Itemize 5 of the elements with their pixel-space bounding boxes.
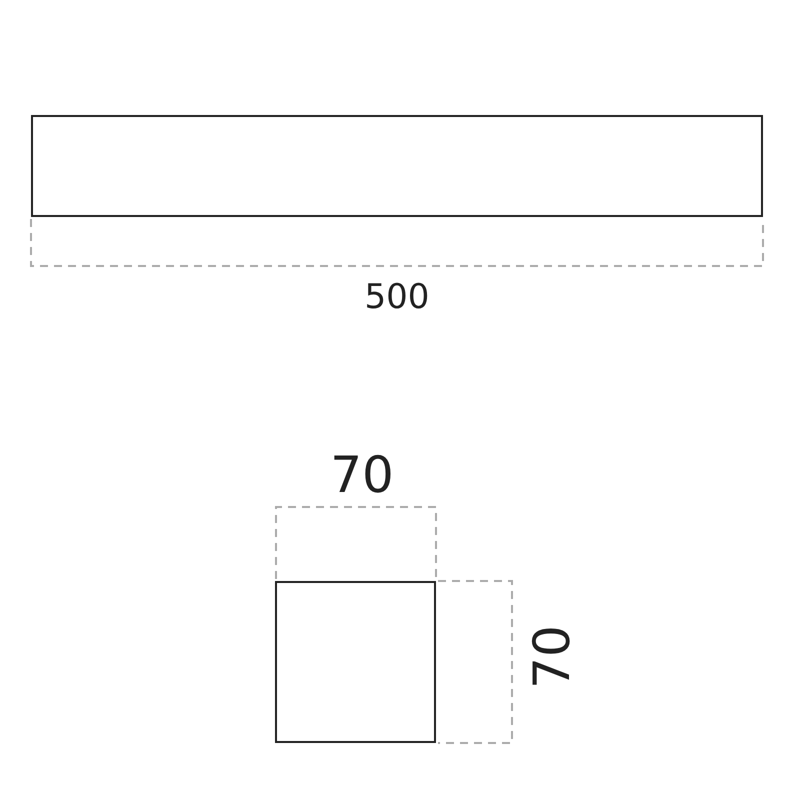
- dimension-value: 70: [527, 625, 577, 689]
- dimension-value: 70: [330, 450, 394, 500]
- dimension-value: 500: [364, 280, 430, 314]
- part-outline: [275, 581, 436, 743]
- part-outline: [31, 115, 763, 217]
